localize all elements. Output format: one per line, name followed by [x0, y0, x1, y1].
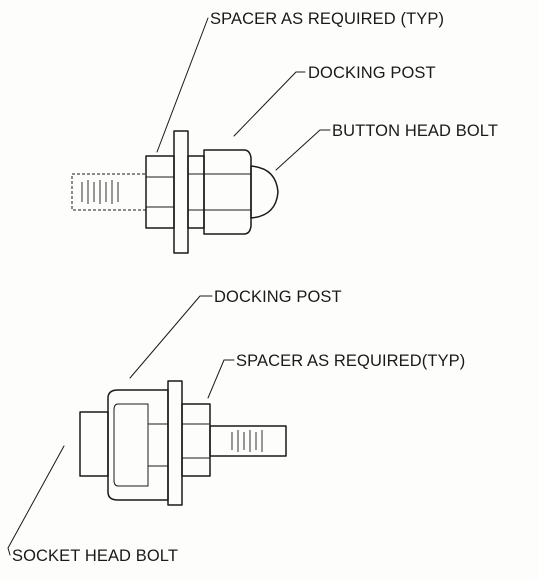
top-docking-post	[187, 149, 252, 235]
top-docking-post-label: DOCKING POST	[308, 64, 436, 82]
top-bolt-thread	[71, 173, 147, 211]
bottom-docking-post-leader	[129, 295, 213, 379]
top-plate	[173, 130, 189, 254]
bottom-spacer-leader	[207, 359, 235, 399]
bottom-docking-post-label: DOCKING POST	[214, 288, 342, 306]
bottom-spacer	[181, 403, 211, 477]
bottom-socket-head-leader	[7, 445, 65, 556]
top-button-head-bolt-label: BUTTON HEAD BOLT	[332, 122, 498, 140]
top-assembly: SPACER AS REQUIRED (TYP) DOCKING POST BU…	[71, 10, 498, 254]
bottom-socket-head	[79, 411, 109, 477]
bottom-plate	[167, 380, 183, 506]
bottom-socket-head-bolt-label: SOCKET HEAD BOLT	[12, 547, 178, 565]
bottom-assembly: DOCKING POST SPACER AS REQUIRED(TYP) SOC…	[7, 288, 465, 565]
top-button-head	[250, 165, 279, 219]
top-spacer-leader	[156, 17, 209, 153]
top-button-head-leader	[275, 129, 331, 171]
bottom-bolt-thread	[209, 425, 287, 457]
top-docking-post-leader	[233, 71, 306, 137]
top-spacer	[145, 155, 175, 229]
bottom-docking-post	[107, 389, 169, 501]
top-spacer-label: SPACER AS REQUIRED (TYP)	[210, 10, 444, 28]
bottom-spacer-label: SPACER AS REQUIRED(TYP)	[236, 352, 465, 370]
